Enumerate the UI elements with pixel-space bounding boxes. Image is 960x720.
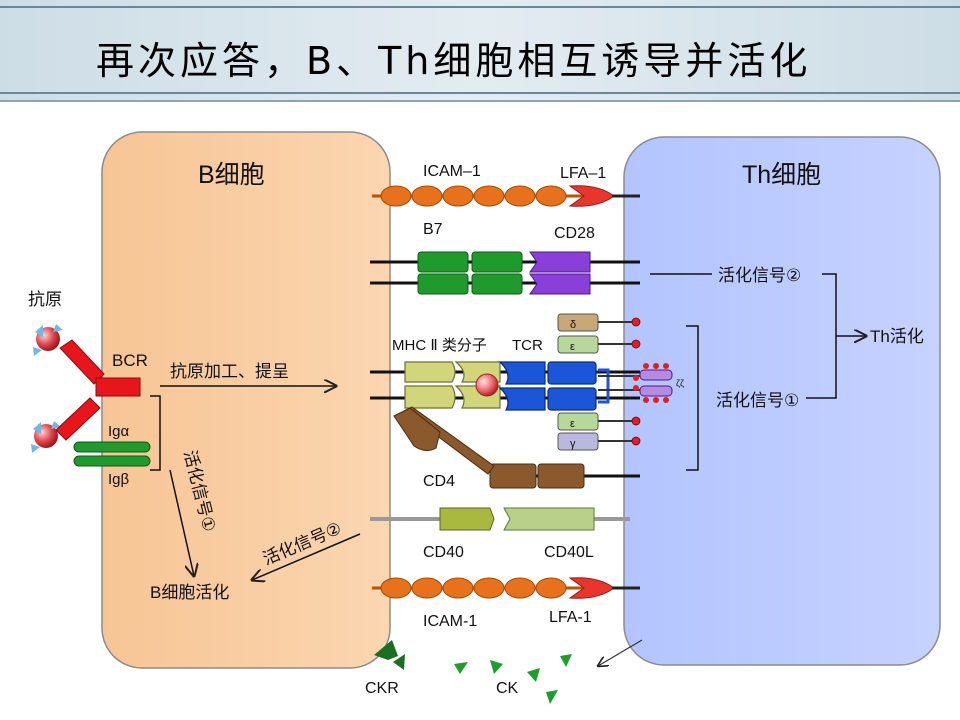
- cd3-epsilon-top-label: ε: [570, 341, 575, 353]
- cd28-label: CD28: [554, 225, 595, 242]
- cd3-epsilon-bottom-label: ε: [570, 418, 575, 430]
- signal2-b-arrow: [252, 533, 361, 580]
- ck-label: CK: [496, 680, 519, 697]
- th-cell-label: Th细胞: [742, 161, 821, 189]
- signal1-th-label: 活化信号①: [716, 391, 799, 410]
- mhc2-tcr-complex: [370, 313, 673, 451]
- antigen-top: [33, 324, 63, 356]
- lfa1-bottom-label: LFA-1: [549, 609, 592, 626]
- ckr-label: CKR: [365, 680, 399, 697]
- ig-beta-label: Igβ: [108, 471, 130, 488]
- icam1-top-label: ICAM–1: [423, 163, 481, 180]
- title-banner: 再次应答，B、Th细胞相互诱导并活化: [0, 0, 960, 102]
- th-activation-label: Th活化: [870, 327, 924, 346]
- ckr-receptor: [374, 640, 405, 670]
- icam1-bottom-label: ICAM-1: [423, 613, 477, 630]
- mhc2-label: MHC Ⅱ 类分子: [392, 337, 487, 354]
- signal1-b-arrow: [169, 469, 194, 576]
- cd40-cd40l-pair: [370, 507, 630, 531]
- banner-rule-top: [0, 6, 960, 8]
- antigen-bottom: [31, 421, 61, 453]
- b-cell-activation-label: B细胞活化: [150, 583, 229, 602]
- cd3-zeta-label: ζζ: [676, 378, 684, 388]
- icam1-lfa1-top-pair: [372, 185, 640, 207]
- icam1-lfa1-bottom-pair: [372, 577, 640, 599]
- ck-cytokines: [454, 654, 572, 704]
- ig-alpha-label: Igα: [108, 423, 130, 440]
- slide-title: 再次应答，B、Th细胞相互诱导并活化: [96, 39, 812, 83]
- antigen-processing-label: 抗原加工、提呈: [170, 362, 289, 381]
- ck-release-arrow: [598, 639, 643, 666]
- bcr-bracket: [150, 395, 161, 471]
- bcr-label: BCR: [112, 351, 148, 370]
- ig-alpha-beta-chains: [73, 441, 151, 467]
- th-cell-body: [623, 136, 941, 666]
- cd3-delta-label: δ: [570, 319, 576, 331]
- signal2-th-label: 活化信号②: [718, 266, 801, 285]
- cd40l-label: CD40L: [544, 544, 594, 561]
- b-cell-body: [101, 131, 391, 669]
- lfa1-top-label: LFA–1: [560, 165, 606, 182]
- b7-label: B7: [423, 221, 443, 238]
- antigen-label: 抗原: [28, 290, 62, 309]
- b-cell-label: B细胞: [198, 161, 265, 189]
- b7-cd28-pair: [370, 251, 640, 295]
- banner-rule-bottom: [0, 92, 960, 94]
- cd40-label: CD40: [423, 544, 464, 561]
- cd4-molecule: [393, 406, 640, 489]
- cd4-label: CD4: [423, 473, 455, 490]
- cd3-gamma-label: γ: [570, 438, 576, 450]
- bcr-receptor: [55, 339, 141, 441]
- signal1-th-bracket: [686, 325, 699, 471]
- tcr-label: TCR: [512, 337, 543, 354]
